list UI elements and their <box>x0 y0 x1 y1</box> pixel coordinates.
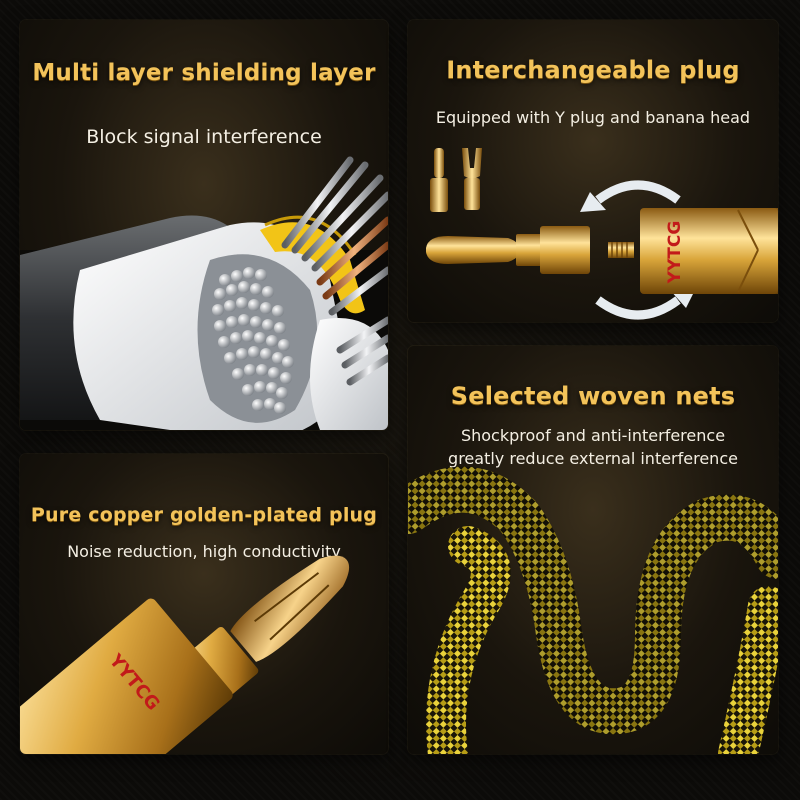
braided-cable-coil-image <box>408 466 778 754</box>
shielding-panel: Multi layer shielding layer Block signal… <box>20 20 388 430</box>
shielding-title: Multi layer shielding layer <box>32 60 376 86</box>
copper-plug-panel: Pure copper golden-plated plug Noise red… <box>20 454 388 754</box>
woven-nets-subtitle-line2: greatly reduce external interference <box>448 449 738 468</box>
woven-nets-panel: Selected woven nets Shockproof and anti-… <box>408 346 778 754</box>
interchangeable-plug-panel: Interchangeable plug Equipped with Y plu… <box>408 20 778 322</box>
shielding-subtitle: Block signal interference <box>86 126 322 148</box>
plug-swap-image: YYTCG <box>426 148 778 320</box>
interchangeable-plug-title: Interchangeable plug <box>446 56 740 84</box>
copper-plug-title: Pure copper golden-plated plug <box>30 504 378 526</box>
cable-cross-section-image <box>20 156 388 430</box>
plug-brand-text: YYTCG <box>665 221 685 285</box>
woven-nets-subtitle-line1: Shockproof and anti-interference <box>460 426 726 445</box>
interchangeable-plug-subtitle: Equipped with Y plug and banana head <box>435 108 751 127</box>
copper-plug-subtitle: Noise reduction, high conductivity <box>67 542 341 561</box>
woven-nets-title: Selected woven nets <box>450 382 736 410</box>
banana-plug-closeup-image: YYTCG <box>20 555 350 754</box>
